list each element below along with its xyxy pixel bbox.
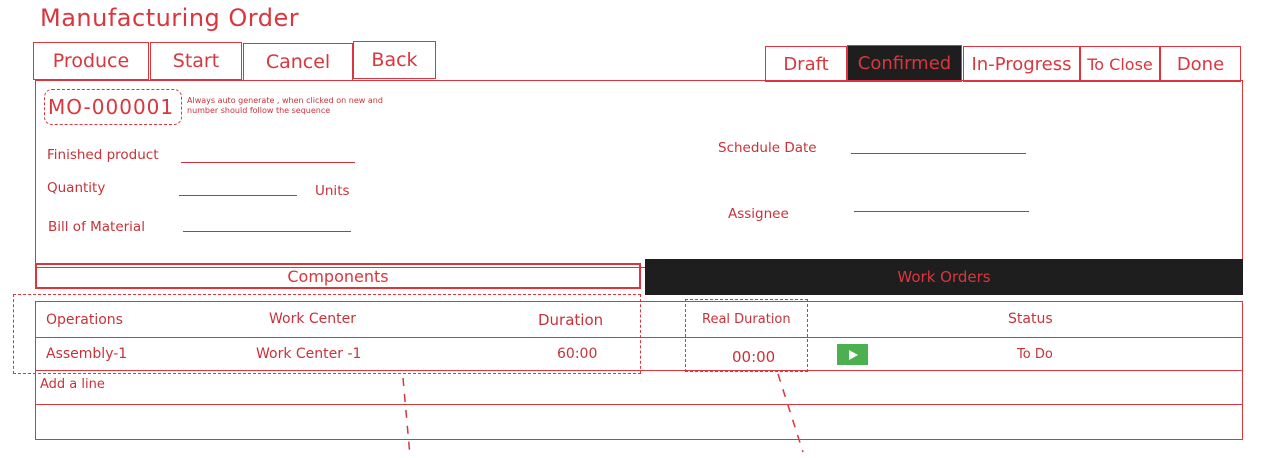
back-button[interactable]: Back — [353, 41, 436, 79]
tab-work-orders-label: Work Orders — [897, 268, 991, 286]
annotation-real-duration-box — [685, 299, 808, 372]
assignee-input[interactable] — [854, 211, 1029, 212]
quantity-label: Quantity — [47, 180, 106, 196]
quantity-input[interactable] — [179, 195, 297, 196]
schedule-date-input[interactable] — [851, 153, 1026, 154]
schedule-date-label: Schedule Date — [718, 140, 817, 156]
units-label: Units — [315, 183, 350, 199]
finished-product-label: Finished product — [47, 147, 159, 163]
stage-to-close[interactable]: To Close — [1080, 46, 1160, 82]
row-work-center: Work Center -1 — [256, 346, 362, 362]
mo-reference-box — [44, 89, 182, 125]
mo-reference: MO-000001 — [48, 95, 175, 119]
bom-input[interactable] — [183, 231, 351, 232]
header-operations: Operations — [46, 312, 123, 328]
stage-confirmed[interactable]: Confirmed — [847, 45, 962, 82]
header-real-duration: Real Duration — [702, 312, 791, 327]
header-work-center: Work Center — [269, 311, 357, 327]
row-duration: 60:00 — [557, 346, 598, 362]
page-title: Manufacturing Order — [40, 4, 300, 32]
play-button[interactable] — [837, 344, 868, 365]
mo-reference-note: Always auto generate , when clicked on n… — [187, 96, 383, 115]
play-icon — [848, 349, 858, 360]
assignee-label: Assignee — [728, 206, 789, 222]
produce-button[interactable]: Produce — [33, 42, 149, 80]
header-status: Status — [1008, 311, 1053, 327]
tab-components[interactable]: Components — [35, 263, 641, 289]
row-operation: Assembly-1 — [46, 346, 128, 362]
stage-done[interactable]: Done — [1160, 46, 1241, 82]
annotation-operations-box — [13, 294, 641, 374]
stage-draft[interactable]: Draft — [765, 46, 847, 82]
add-line-link[interactable]: Add a line — [40, 377, 105, 392]
finished-product-input[interactable] — [181, 162, 355, 163]
bom-label: Bill of Material — [48, 219, 145, 235]
tab-components-label: Components — [287, 266, 389, 286]
header-duration: Duration — [538, 311, 604, 329]
row-status: To Do — [1017, 347, 1053, 362]
cancel-button[interactable]: Cancel — [243, 43, 353, 81]
row-real-duration: 00:00 — [732, 348, 776, 366]
start-button[interactable]: Start — [150, 42, 242, 80]
tab-work-orders[interactable]: Work Orders — [645, 259, 1243, 295]
stage-in-progress[interactable]: In-Progress — [963, 46, 1080, 82]
